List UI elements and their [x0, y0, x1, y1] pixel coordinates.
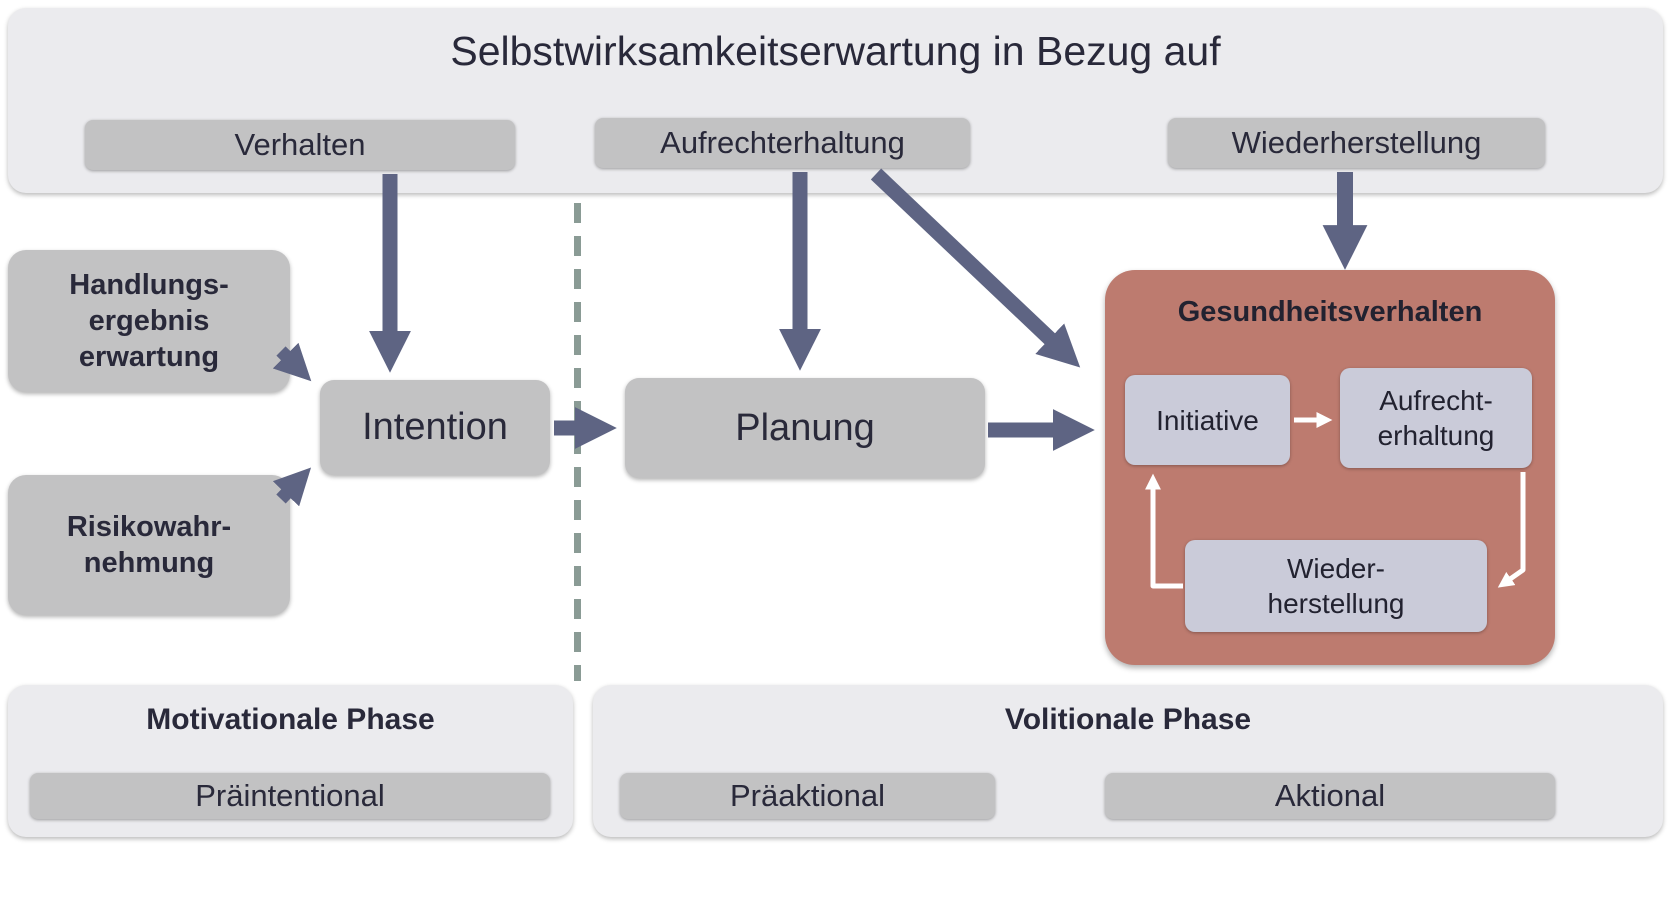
- praaktional-box: Präaktional: [620, 773, 995, 819]
- aktional-box: Aktional: [1105, 773, 1555, 819]
- aufrechterhaltung-box: Aufrechterhaltung: [595, 118, 970, 168]
- wiederherstellung-inner-box: Wieder- herstellung: [1185, 540, 1487, 632]
- arrow-aufrechterhaltung-to-gesundheitsverhalten: [870, 168, 1081, 368]
- volitional-phase-title: Volitionale Phase: [1004, 703, 1252, 736]
- banner-title: Selbstwirksamkeitserwartung in Bezug auf: [450, 28, 1221, 74]
- planung-box: Planung: [625, 378, 985, 478]
- aufrechterhaltung-inner-box: Aufrecht- erhaltung: [1340, 368, 1532, 468]
- handlungsergebniserwartung-box: Handlungs- ergebnis erwartung: [8, 250, 290, 392]
- risikowahrnehmung-box: Risikowahr- nehmung: [8, 475, 290, 615]
- wiederherstellung-box: Wiederherstellung: [1168, 118, 1545, 168]
- intention-box: Intention: [320, 380, 550, 475]
- self-efficacy-banner: Selbstwirksamkeitserwartung in Bezug auf…: [8, 8, 1663, 193]
- motivational-phase-title: Motivationale Phase: [146, 703, 435, 736]
- phase-divider-line: [574, 203, 581, 681]
- gesundheitsverhalten-panel: Gesundheitsverhalten Initiative Aufrecht…: [1105, 270, 1555, 665]
- praintentional-box: Präintentional: [30, 773, 550, 819]
- volitional-phase-panel: Volitionale Phase Präaktional Aktional: [593, 685, 1663, 837]
- verhalten-box: Verhalten: [85, 120, 515, 170]
- gesundheitsverhalten-title: Gesundheitsverhalten: [1177, 296, 1483, 328]
- motivational-phase-panel: Motivationale Phase Präintentional: [8, 685, 573, 837]
- initiative-box: Initiative: [1125, 375, 1290, 465]
